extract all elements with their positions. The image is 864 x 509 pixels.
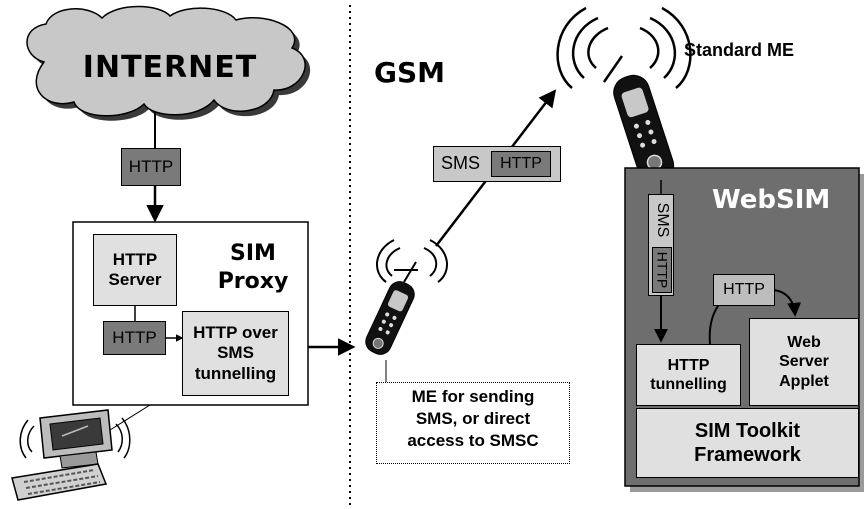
sms-message-box: SMS HTTP (433, 146, 561, 182)
websim-sms-cell: SMS (649, 195, 675, 245)
web-server-applet-box: Web Server Applet (749, 318, 859, 406)
websim-http-vertical: HTTP (652, 247, 672, 293)
toolkit-line1: SIM Toolkit (694, 420, 801, 442)
sms-message-http: HTTP (491, 151, 551, 177)
sending-me-line2: SMS, or direct (415, 409, 531, 429)
sending-me-line1: ME for sending (411, 387, 535, 406)
internet-http-box: HTTP (121, 148, 181, 186)
applet-line1: Web (787, 334, 821, 352)
http-server-box: HTTP Server (93, 234, 177, 306)
internet-label: INTERNET (82, 50, 258, 85)
sending-me-note: ME for sending SMS, or direct access to … (376, 382, 570, 464)
computer-icon (11, 409, 131, 501)
proxy-to-computer-line (109, 404, 151, 431)
sim-toolkit-framework-box: SIM Toolkit Framework (636, 408, 859, 478)
websim-inner-http-box: HTTP (713, 274, 775, 306)
http-tunnelling-box: HTTP tunnelling (636, 344, 741, 406)
standard-phone-icon (556, 6, 692, 184)
websim-http-vertical-text: HTTP (654, 251, 670, 289)
internet-cloud-icon (26, 5, 311, 121)
websim-sms-text: SMS (654, 202, 671, 238)
websim-title: WebSIM (712, 185, 831, 215)
sms-message-sms: SMS (441, 153, 481, 173)
http-over-sms-box: HTTP over SMS tunnelling (182, 311, 289, 396)
http-tunnelling-line2: tunnelling (650, 376, 727, 393)
sim-proxy-title-line2: Proxy (217, 268, 289, 294)
tunnel-line3: tunnelling (194, 363, 277, 383)
http-server-line2: Server (108, 270, 162, 289)
sending-phone-icon (365, 239, 448, 355)
sending-me-line3: access to SMSC (407, 431, 539, 451)
tunnel-line2: SMS (217, 343, 254, 363)
gsm-label: GSM (374, 56, 446, 89)
http-to-applet-arrow (773, 289, 802, 317)
toolkit-line2: Framework (694, 444, 801, 466)
proxy-http-box: HTTP (103, 321, 166, 355)
applet-line3: Applet (779, 372, 829, 390)
tunnel-line1: HTTP over (193, 322, 278, 342)
sim-proxy-title-line1: SIM (230, 241, 276, 266)
http-server-line1: HTTP (112, 249, 158, 269)
applet-line2: Server (779, 353, 829, 371)
sim-proxy-title: SIM Proxy (198, 240, 308, 295)
standard-me-label: Standard ME (684, 40, 795, 60)
websim-sms-http-box: SMS HTTP (648, 194, 674, 296)
http-tunnelling-line1: HTTP (667, 356, 710, 374)
